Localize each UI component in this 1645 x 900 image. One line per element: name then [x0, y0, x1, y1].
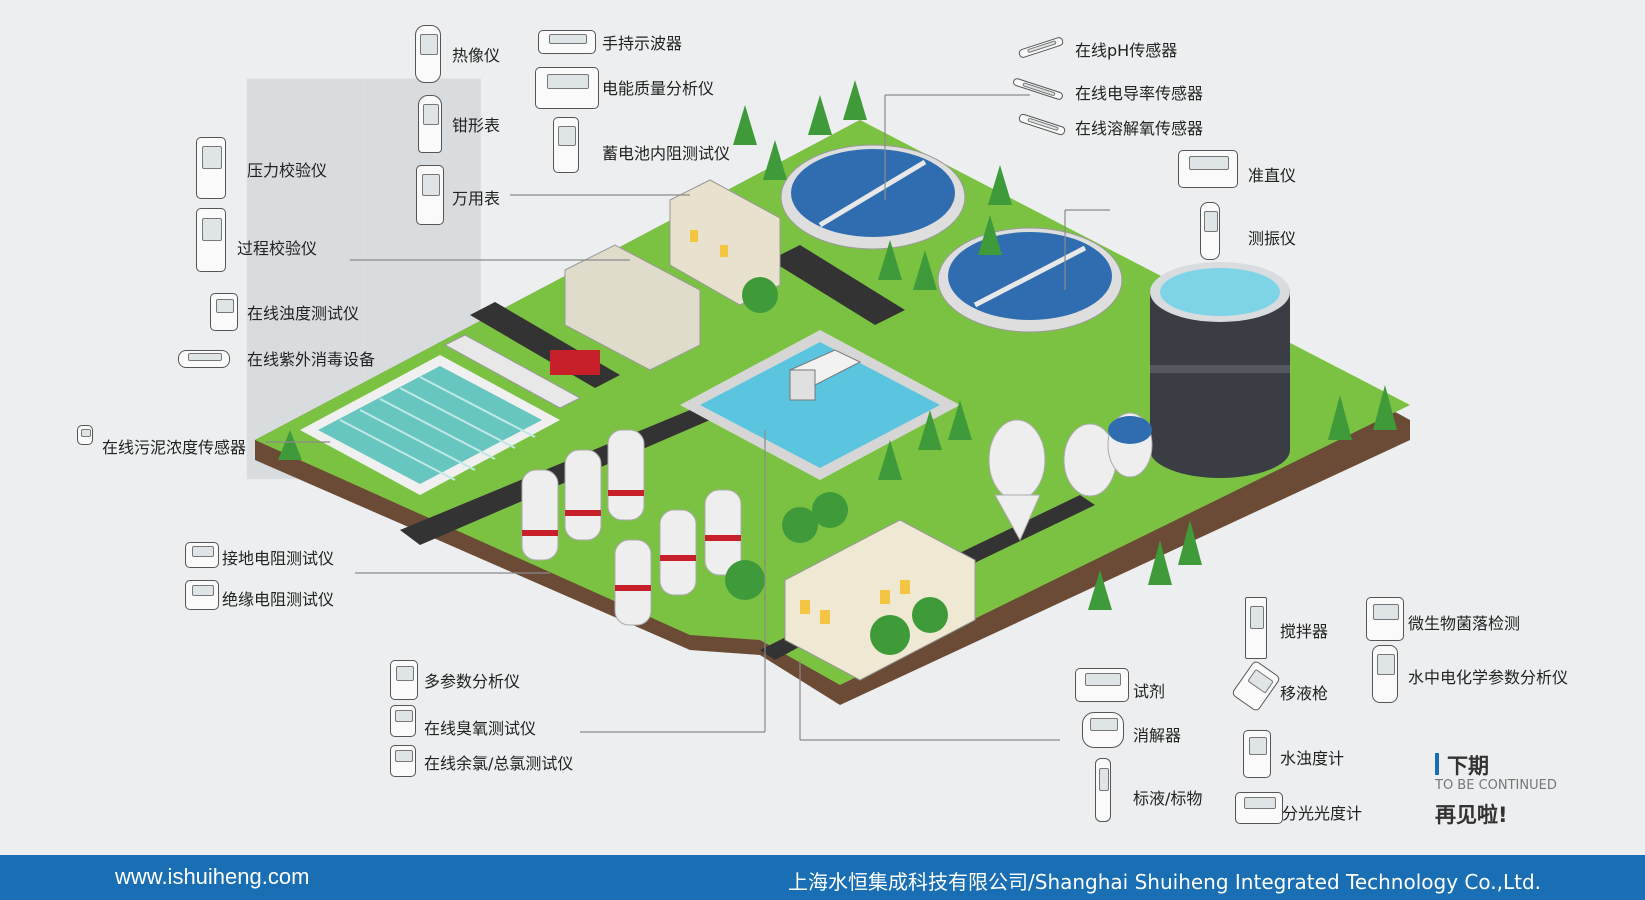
label-process-calibrator: 过程校验仪 — [237, 239, 318, 258]
ozone-tester-icon — [390, 705, 416, 737]
label-power-quality-analyzer: 电能质量分析仪 — [602, 79, 715, 98]
oscilloscope-icon — [538, 30, 596, 54]
chlorine-tester-icon — [390, 745, 416, 777]
insulation-tester-icon — [185, 580, 219, 610]
label-multiparameter-analyzer: 多参数分析仪 — [424, 672, 521, 691]
label-ground-resistance-tester: 接地电阻测试仪 — [222, 549, 335, 568]
label-vibration-tester: 测振仪 — [1248, 229, 1297, 248]
label-online-uv-disinfection: 在线紫外消毒设备 — [247, 350, 376, 369]
process-calibrator-icon — [196, 208, 226, 272]
company-name: 上海水恒集成科技有限公司/Shanghai Shuiheng Integrate… — [788, 870, 1541, 894]
label-pipette: 移液枪 — [1280, 684, 1329, 703]
label-online-do-sensor: 在线溶解氧传感器 — [1075, 119, 1204, 138]
label-multimeter: 万用表 — [452, 189, 501, 208]
stirrer-icon — [1245, 597, 1267, 659]
standard-solution-icon — [1095, 758, 1111, 822]
label-turbidimeter: 水浊度计 — [1280, 749, 1345, 768]
turbidity-tester-icon — [210, 293, 238, 331]
clamp-meter-icon — [418, 95, 442, 153]
label-thermal-imager: 热像仪 — [452, 46, 501, 65]
reagent-icon — [1075, 668, 1129, 702]
label-online-ozone-tester: 在线臭氧测试仪 — [424, 719, 537, 738]
label-reagent: 试剂 — [1133, 682, 1166, 701]
spectrophotometer-icon — [1235, 792, 1283, 824]
farewell-text: 再见啦! — [1435, 803, 1508, 827]
website-link[interactable]: www.ishuiheng.com — [115, 864, 310, 889]
uv-disinfection-icon — [178, 350, 230, 368]
label-online-turbidity-tester: 在线浊度测试仪 — [247, 304, 360, 323]
multimeter-icon — [416, 165, 444, 225]
label-electrochem-analyzer: 水中电化学参数分析仪 — [1408, 668, 1569, 687]
power-analyzer-icon — [535, 67, 599, 109]
aeration-basin-water — [700, 342, 940, 468]
digester-icon — [1082, 712, 1124, 748]
pressure-calibrator-icon — [196, 137, 226, 199]
sludge-sensor-icon — [77, 425, 93, 445]
label-online-conductivity-sensor: 在线电导率传感器 — [1075, 84, 1204, 103]
turbidimeter-icon — [1243, 730, 1271, 778]
label-online-chlorine-tester: 在线余氯/总氯测试仪 — [424, 754, 574, 773]
label-insulation-resistance-tester: 绝缘电阻测试仪 — [222, 590, 335, 609]
label-online-ph-sensor: 在线pH传感器 — [1075, 41, 1178, 60]
label-stirrer: 搅拌器 — [1280, 622, 1329, 641]
generator — [550, 350, 600, 375]
next-issue-title: 下期 — [1447, 754, 1489, 778]
microbial-detector-icon — [1366, 597, 1404, 641]
battery-tester-icon — [553, 117, 579, 173]
road — [770, 245, 905, 325]
pump-house — [564, 244, 701, 371]
footer-bar: www.ishuiheng.com 上海水恒集成科技有限公司/Shanghai … — [0, 855, 1645, 900]
leader-lines — [265, 94, 1110, 741]
label-handheld-oscilloscope: 手持示波器 — [602, 34, 683, 53]
label-battery-resistance-tester: 蓄电池内阻测试仪 — [602, 144, 731, 163]
label-clamp-meter: 钳形表 — [452, 116, 501, 135]
pool-building — [443, 334, 582, 409]
label-pressure-calibrator: 压力校验仪 — [247, 161, 328, 180]
ground-resistance-icon — [185, 542, 219, 568]
label-online-sludge-sensor: 在线污泥浓度传感器 — [102, 438, 247, 457]
vibration-tester-icon — [1200, 202, 1220, 260]
collimator-icon — [1178, 150, 1238, 188]
accent-bar — [1435, 753, 1439, 775]
electrochem-analyzer-icon — [1372, 645, 1398, 703]
trees — [278, 80, 1397, 655]
office-building — [669, 179, 781, 306]
label-standard-solution: 标液/标物 — [1133, 789, 1203, 808]
multiparameter-analyzer-icon — [390, 660, 418, 700]
reactor-vessels — [521, 429, 742, 626]
label-collimator: 准直仪 — [1248, 166, 1297, 185]
label-digester: 消解器 — [1133, 726, 1182, 745]
thermal-imager-icon — [415, 25, 441, 83]
next-issue-subtitle: TO BE CONTINUED — [1435, 778, 1557, 793]
label-spectrophotometer: 分光光度计 — [1282, 804, 1363, 823]
label-microbial-colony-detector: 微生物菌落检测 — [1408, 614, 1521, 633]
